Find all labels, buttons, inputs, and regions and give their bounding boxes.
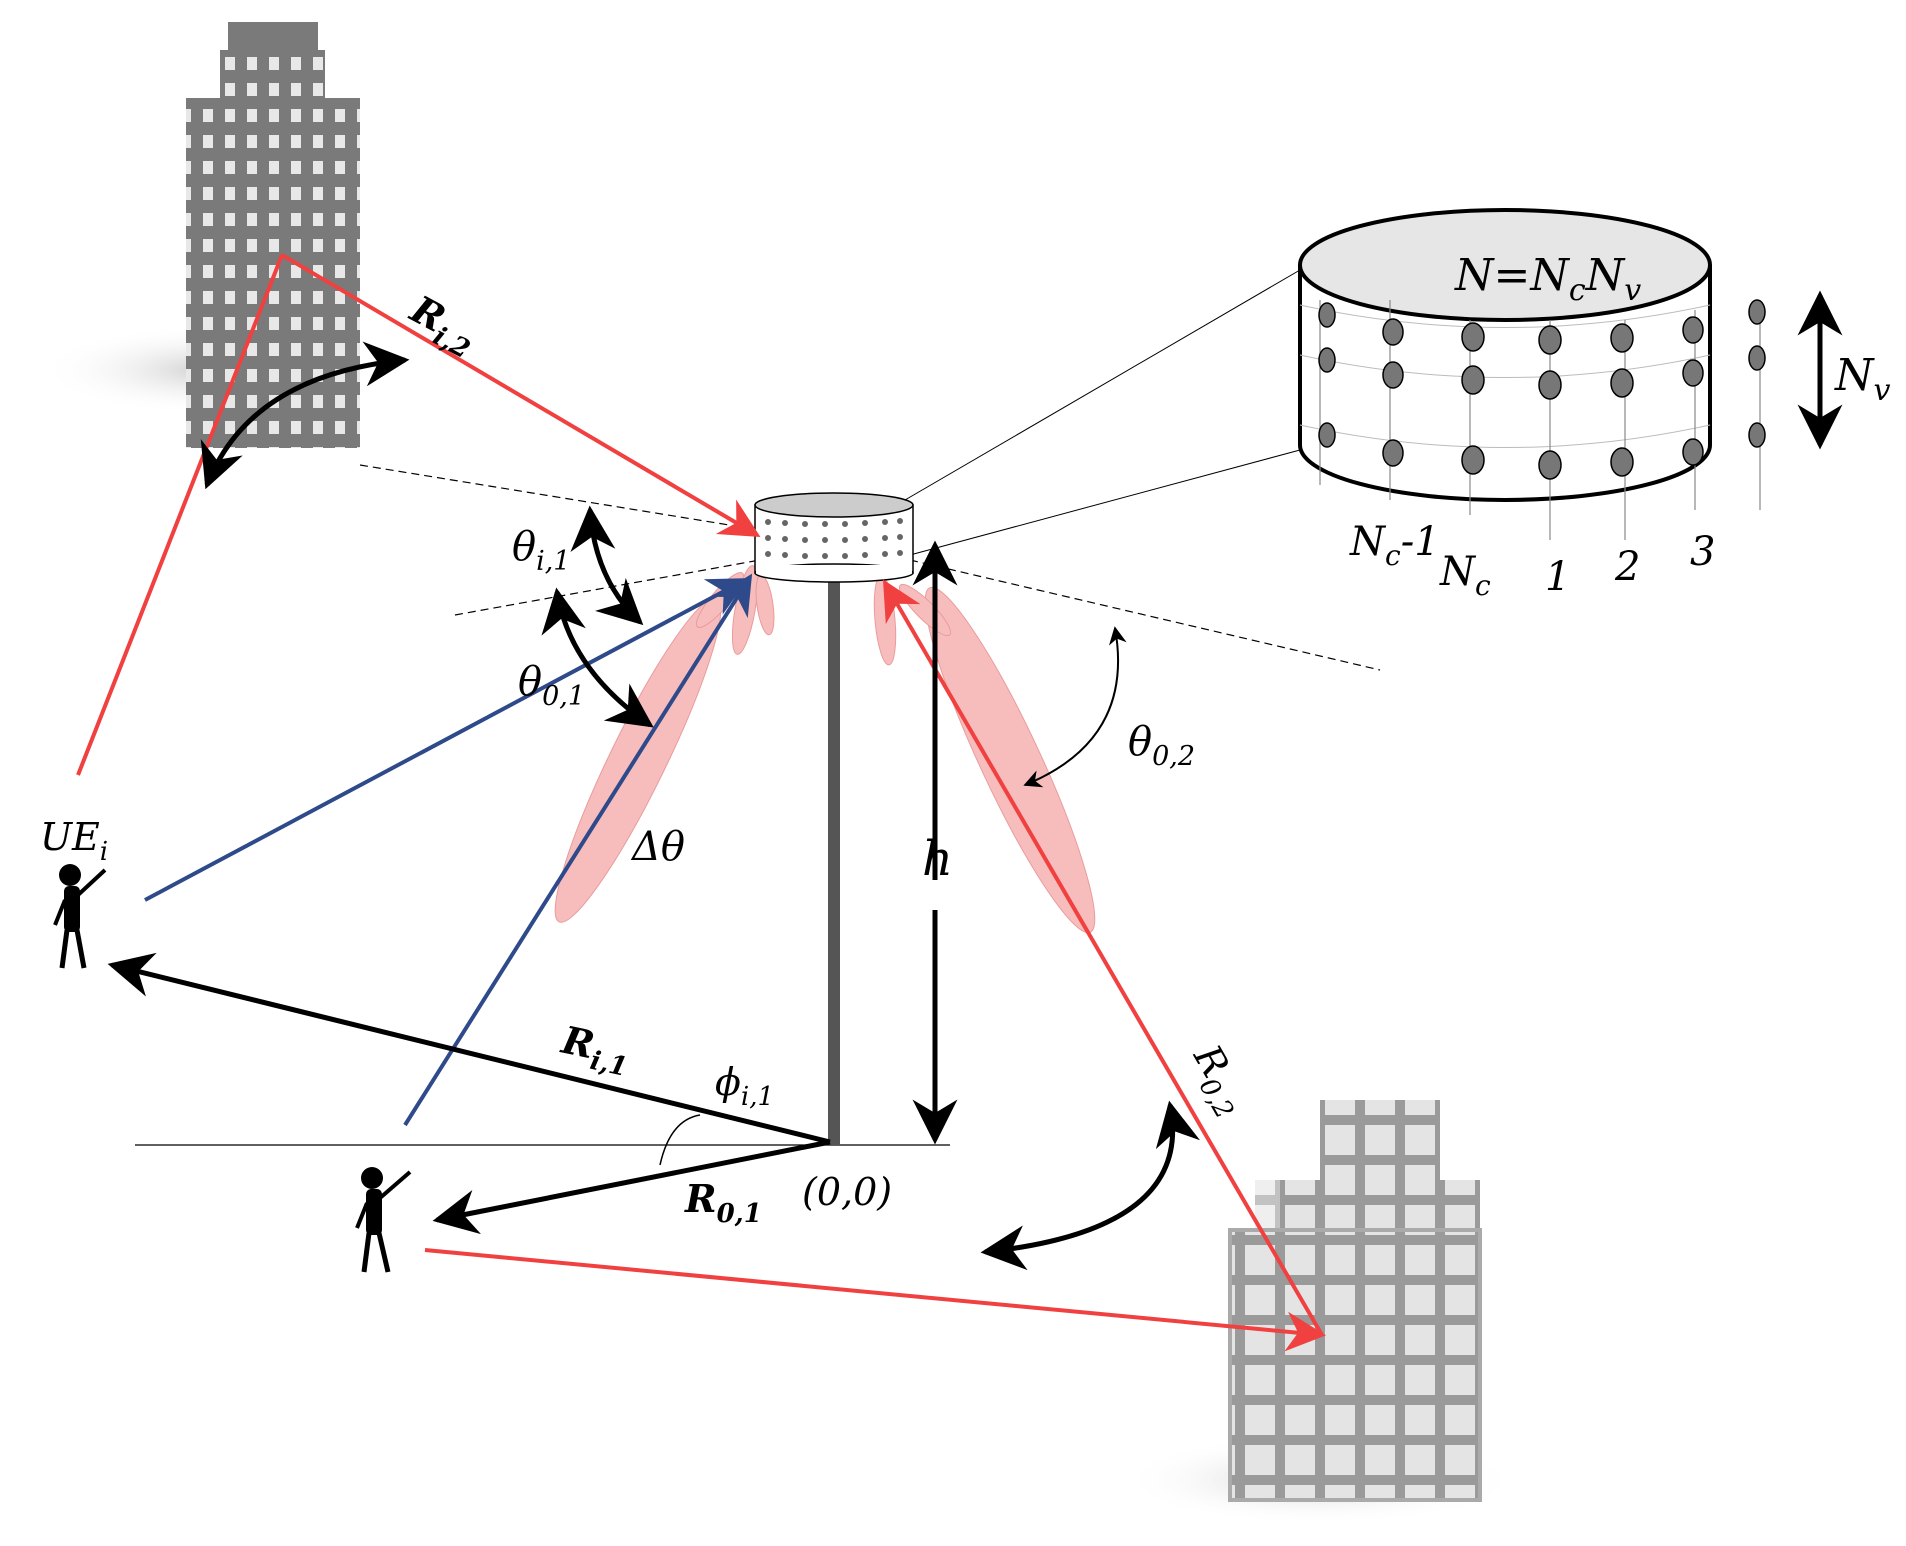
reference-lines [359,464,1381,671]
nv-label: Nv [1834,350,1891,408]
person-icon [355,1167,412,1273]
antenna-array-icon [754,492,914,583]
cylindrical-array [1298,208,1766,540]
building-icon [40,22,380,448]
col-3-label: 3 [1690,529,1715,575]
building-icon [1120,1100,1520,1525]
ri1-label: Ri,1 [555,1017,634,1083]
col-1-label: 1 [1545,554,1570,600]
origin-label: (0,0) [802,1170,892,1214]
array-formula-label: N=NcNv [1454,250,1641,308]
col-nc-label: Nc [1439,549,1491,602]
theta-01-label: θ0,1 [518,659,585,712]
beam-pattern [554,565,1096,934]
person-icon [53,864,107,969]
angle-arcs [200,341,1200,1271]
phi-i1-label: ϕi,1 [715,1060,774,1112]
col-nc-minus-1-label: Nc-1 [1349,519,1440,572]
reflection-paths [76,253,1326,1352]
h-label: h [922,831,953,887]
zoom-lines [904,269,1301,556]
ue-label: UEi [40,815,108,867]
theta-i1-label: θi,1 [512,524,571,577]
delta-theta-label: Δθ [630,824,685,870]
r01-label: R0,1 [684,1176,762,1229]
antenna-pole [828,575,840,1145]
col-2-label: 2 [1614,544,1640,590]
ri2-label: Ri,2 [399,286,485,365]
distance-vectors [107,540,958,1235]
theta-02-label: θ0,2 [1128,719,1195,772]
